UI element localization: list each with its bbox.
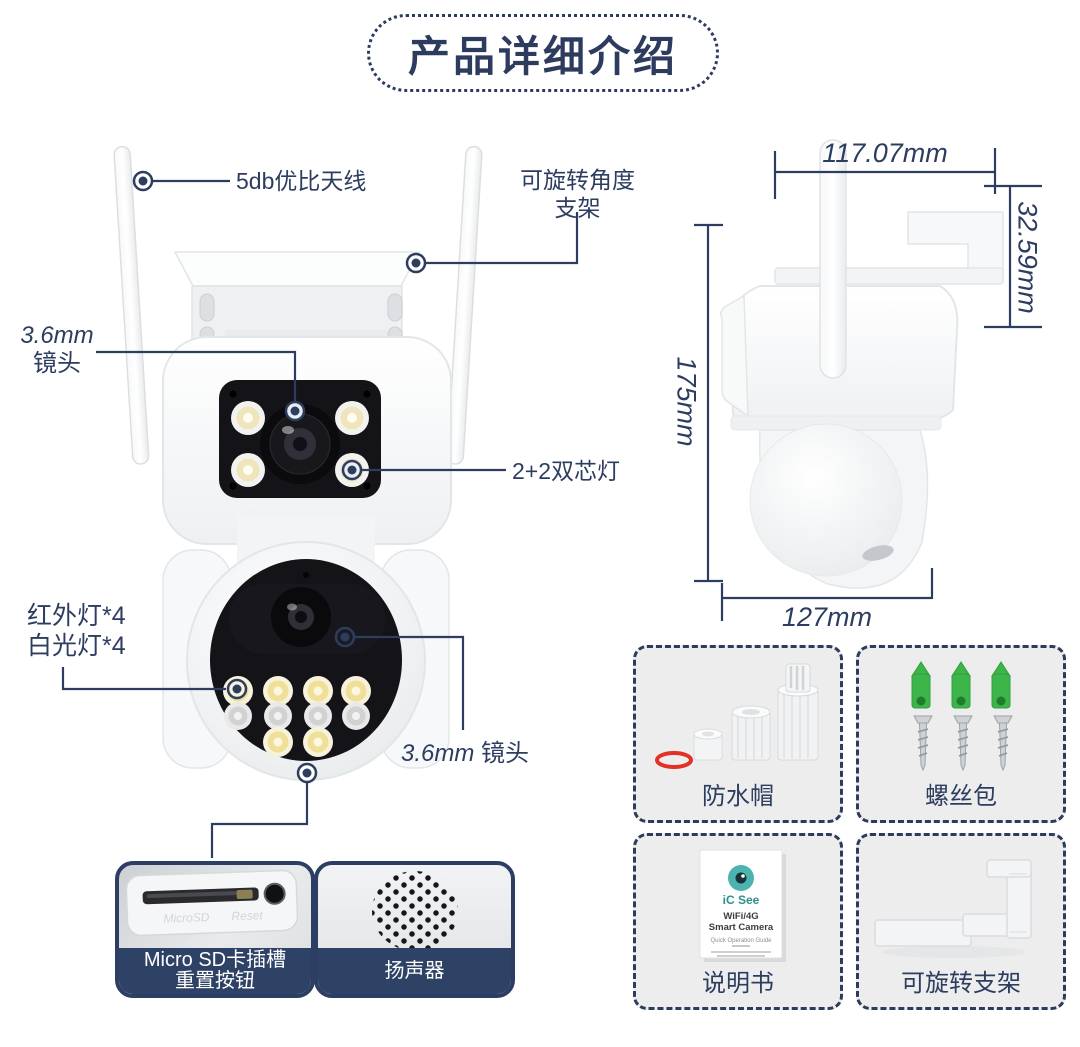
callout-dot-ir-led [226, 678, 248, 700]
side-view-camera [719, 139, 1004, 589]
callout-dots [132, 170, 427, 784]
dim-bracket-height: 32.59mm [1012, 201, 1043, 314]
card-manual: iC See WiFi/4G Smart Camera Quick Operat… [633, 833, 843, 1010]
rotatable-bracket-label: 可旋转支架 [901, 970, 1021, 997]
title-banner: 产品详细介绍 [367, 14, 719, 92]
bottom-lens-icon [271, 587, 331, 647]
head-leds [231, 401, 369, 487]
manual-line2: Smart Camera [709, 922, 774, 933]
manual-brand: iC See [723, 893, 760, 907]
sd-caption-band: Micro SD卡插槽 重置按钮 [119, 948, 311, 994]
dim-top-width: 117.07mm [822, 138, 948, 168]
callout-lines [61, 179, 579, 858]
label-bottom-lens: 3.6mm 镜头 [400, 740, 530, 767]
right-antenna-icon [446, 145, 483, 465]
embossed-reset-label: Reset [231, 908, 263, 923]
dim-body-height: 175mm [671, 356, 702, 447]
side-antenna-icon [819, 139, 847, 379]
callout-dot-dual-led [341, 459, 363, 481]
speaker-grille-icon [371, 871, 458, 951]
screw-pack-icon [911, 661, 1013, 772]
callout-dot-antenna [132, 170, 154, 192]
label-antenna: 5db优比天线 [236, 168, 367, 194]
label-ir-led: 红外灯*4 白光灯*4 [27, 602, 126, 660]
card-waterproof-cap: 防水帽 [633, 645, 843, 823]
rotatable-bracket-icon [874, 859, 1032, 958]
label-top-lens: 3.6mm 镜头 [20, 322, 94, 377]
left-antenna-icon [113, 145, 150, 465]
inset-speaker: 扬声器 [314, 861, 515, 998]
speaker-caption-band: 扬声器 [318, 948, 511, 994]
dimension-lines [694, 148, 1042, 621]
screw-pack-label: 螺丝包 [925, 783, 997, 810]
mic-pinhole [303, 572, 309, 578]
page-title: 产品详细介绍 [407, 32, 678, 80]
ball-leds [223, 676, 371, 757]
dim-base-depth: 127mm [781, 602, 873, 632]
label-rotatable-bracket: 可旋转角度 支架 [520, 167, 635, 221]
callout-dot-base [296, 762, 318, 784]
side-ball [749, 423, 903, 577]
front-view-camera [113, 145, 483, 781]
mount-plate [173, 251, 421, 287]
manual-booklet: iC See WiFi/4G Smart Camera Quick Operat… [699, 849, 786, 962]
top-lens-icon [260, 404, 340, 484]
callout-dot-bottom-lens [334, 626, 356, 648]
side-mount-plate [774, 267, 1004, 285]
label-dual-led: 2+2双芯灯 [512, 458, 621, 484]
sd-slot-photo: MicroSD Reset [125, 869, 299, 937]
waterproof-cap-icon [655, 663, 819, 769]
embossed-microsd-label: MicroSD [163, 910, 210, 926]
waterproof-cap-label: 防水帽 [702, 783, 774, 810]
manual-line3: Quick Operation Guide [710, 938, 772, 944]
card-rotatable-bracket: 可旋转支架 [856, 833, 1066, 1010]
side-head-hood [719, 294, 749, 418]
callout-dot-bracket [405, 252, 427, 274]
inset-sd-card: MicroSD Reset Micro SD卡插槽 重置按钮 [115, 861, 315, 998]
callout-dot-top-lens [284, 400, 306, 422]
card-screw-pack: 螺丝包 [856, 645, 1066, 823]
manual-label: 说明书 [702, 970, 774, 997]
manual-line1: WiFi/4G [723, 911, 758, 922]
